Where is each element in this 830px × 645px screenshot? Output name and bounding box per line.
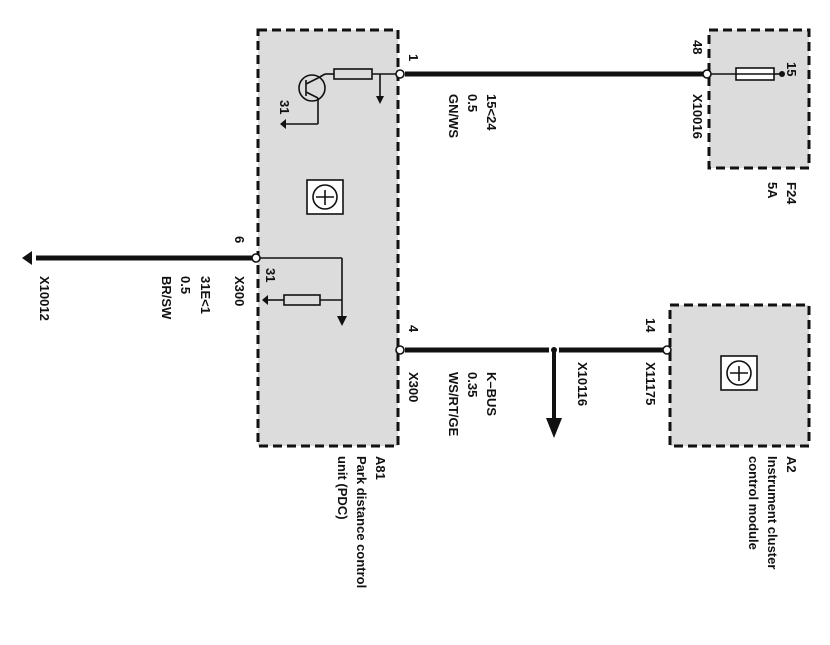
pin-4-connector[interactable] <box>395 345 405 355</box>
fuse-id: F24 <box>784 182 799 205</box>
cluster-id: A2 <box>784 456 799 473</box>
fuse-connector: X10016 <box>690 94 705 139</box>
cluster-processor-icon <box>720 355 758 391</box>
pdc-name-line-2: unit (PDC) <box>335 456 350 520</box>
ground-pin-module: 6 <box>232 236 247 243</box>
fuse-terminal: 15 <box>784 62 799 76</box>
pdc-ground-circuit <box>260 257 347 326</box>
kbus-branch-arrow-icon <box>546 418 562 438</box>
pin-48-connector[interactable] <box>702 69 712 79</box>
fuse-element-icon <box>711 67 785 81</box>
pdc-id: A81 <box>373 456 388 480</box>
ground-circuit: 31E<1 <box>198 276 213 314</box>
fuse-box[interactable] <box>707 28 811 170</box>
ground-terminal-icon <box>22 251 32 265</box>
supply-color: GN/WS <box>446 94 461 138</box>
ground-point: X10012 <box>37 276 52 321</box>
pdc-name-line-1: Park distance control <box>354 456 369 588</box>
kbus-splice: X10116 <box>575 362 590 406</box>
kbus-connector-module: X300 <box>406 372 421 402</box>
pin-14-connector[interactable] <box>662 345 672 355</box>
ground-gauge: 0.5 <box>178 276 193 294</box>
ground-color: BR/SW <box>159 276 174 320</box>
kbus-color: WS/RT/GE <box>446 372 461 437</box>
cluster-name-line-1: Instrument cluster <box>765 456 780 569</box>
pdc-transistor-circuit <box>280 68 396 129</box>
kbus-circuit: K–BUS <box>484 372 499 416</box>
supply-gauge: 0.5 <box>465 94 480 112</box>
fuse-rating: 5A <box>765 182 780 199</box>
pdc-processor-icon <box>306 179 344 215</box>
kbus-gauge: 0.35 <box>465 372 480 397</box>
pin-1-connector[interactable] <box>395 69 405 79</box>
pdc-module-box[interactable] <box>256 28 400 448</box>
supply-circuit: 15<24 <box>484 94 499 131</box>
internal-ground-label-bottom: 31 <box>263 268 278 282</box>
cluster-name-line-2: control module <box>746 456 761 550</box>
pin-6-connector[interactable] <box>251 253 261 263</box>
kbus-pin-module: 4 <box>406 325 421 333</box>
supply-pin-module: 1 <box>406 54 421 61</box>
kbus-pin-cluster: 14 <box>643 318 658 333</box>
supply-pin-fuse: 48 <box>690 40 705 54</box>
ground-connector-module: X300 <box>232 276 247 306</box>
internal-ground-label-top: 31 <box>277 100 292 114</box>
kbus-connector-cluster: X11175 <box>643 362 658 405</box>
